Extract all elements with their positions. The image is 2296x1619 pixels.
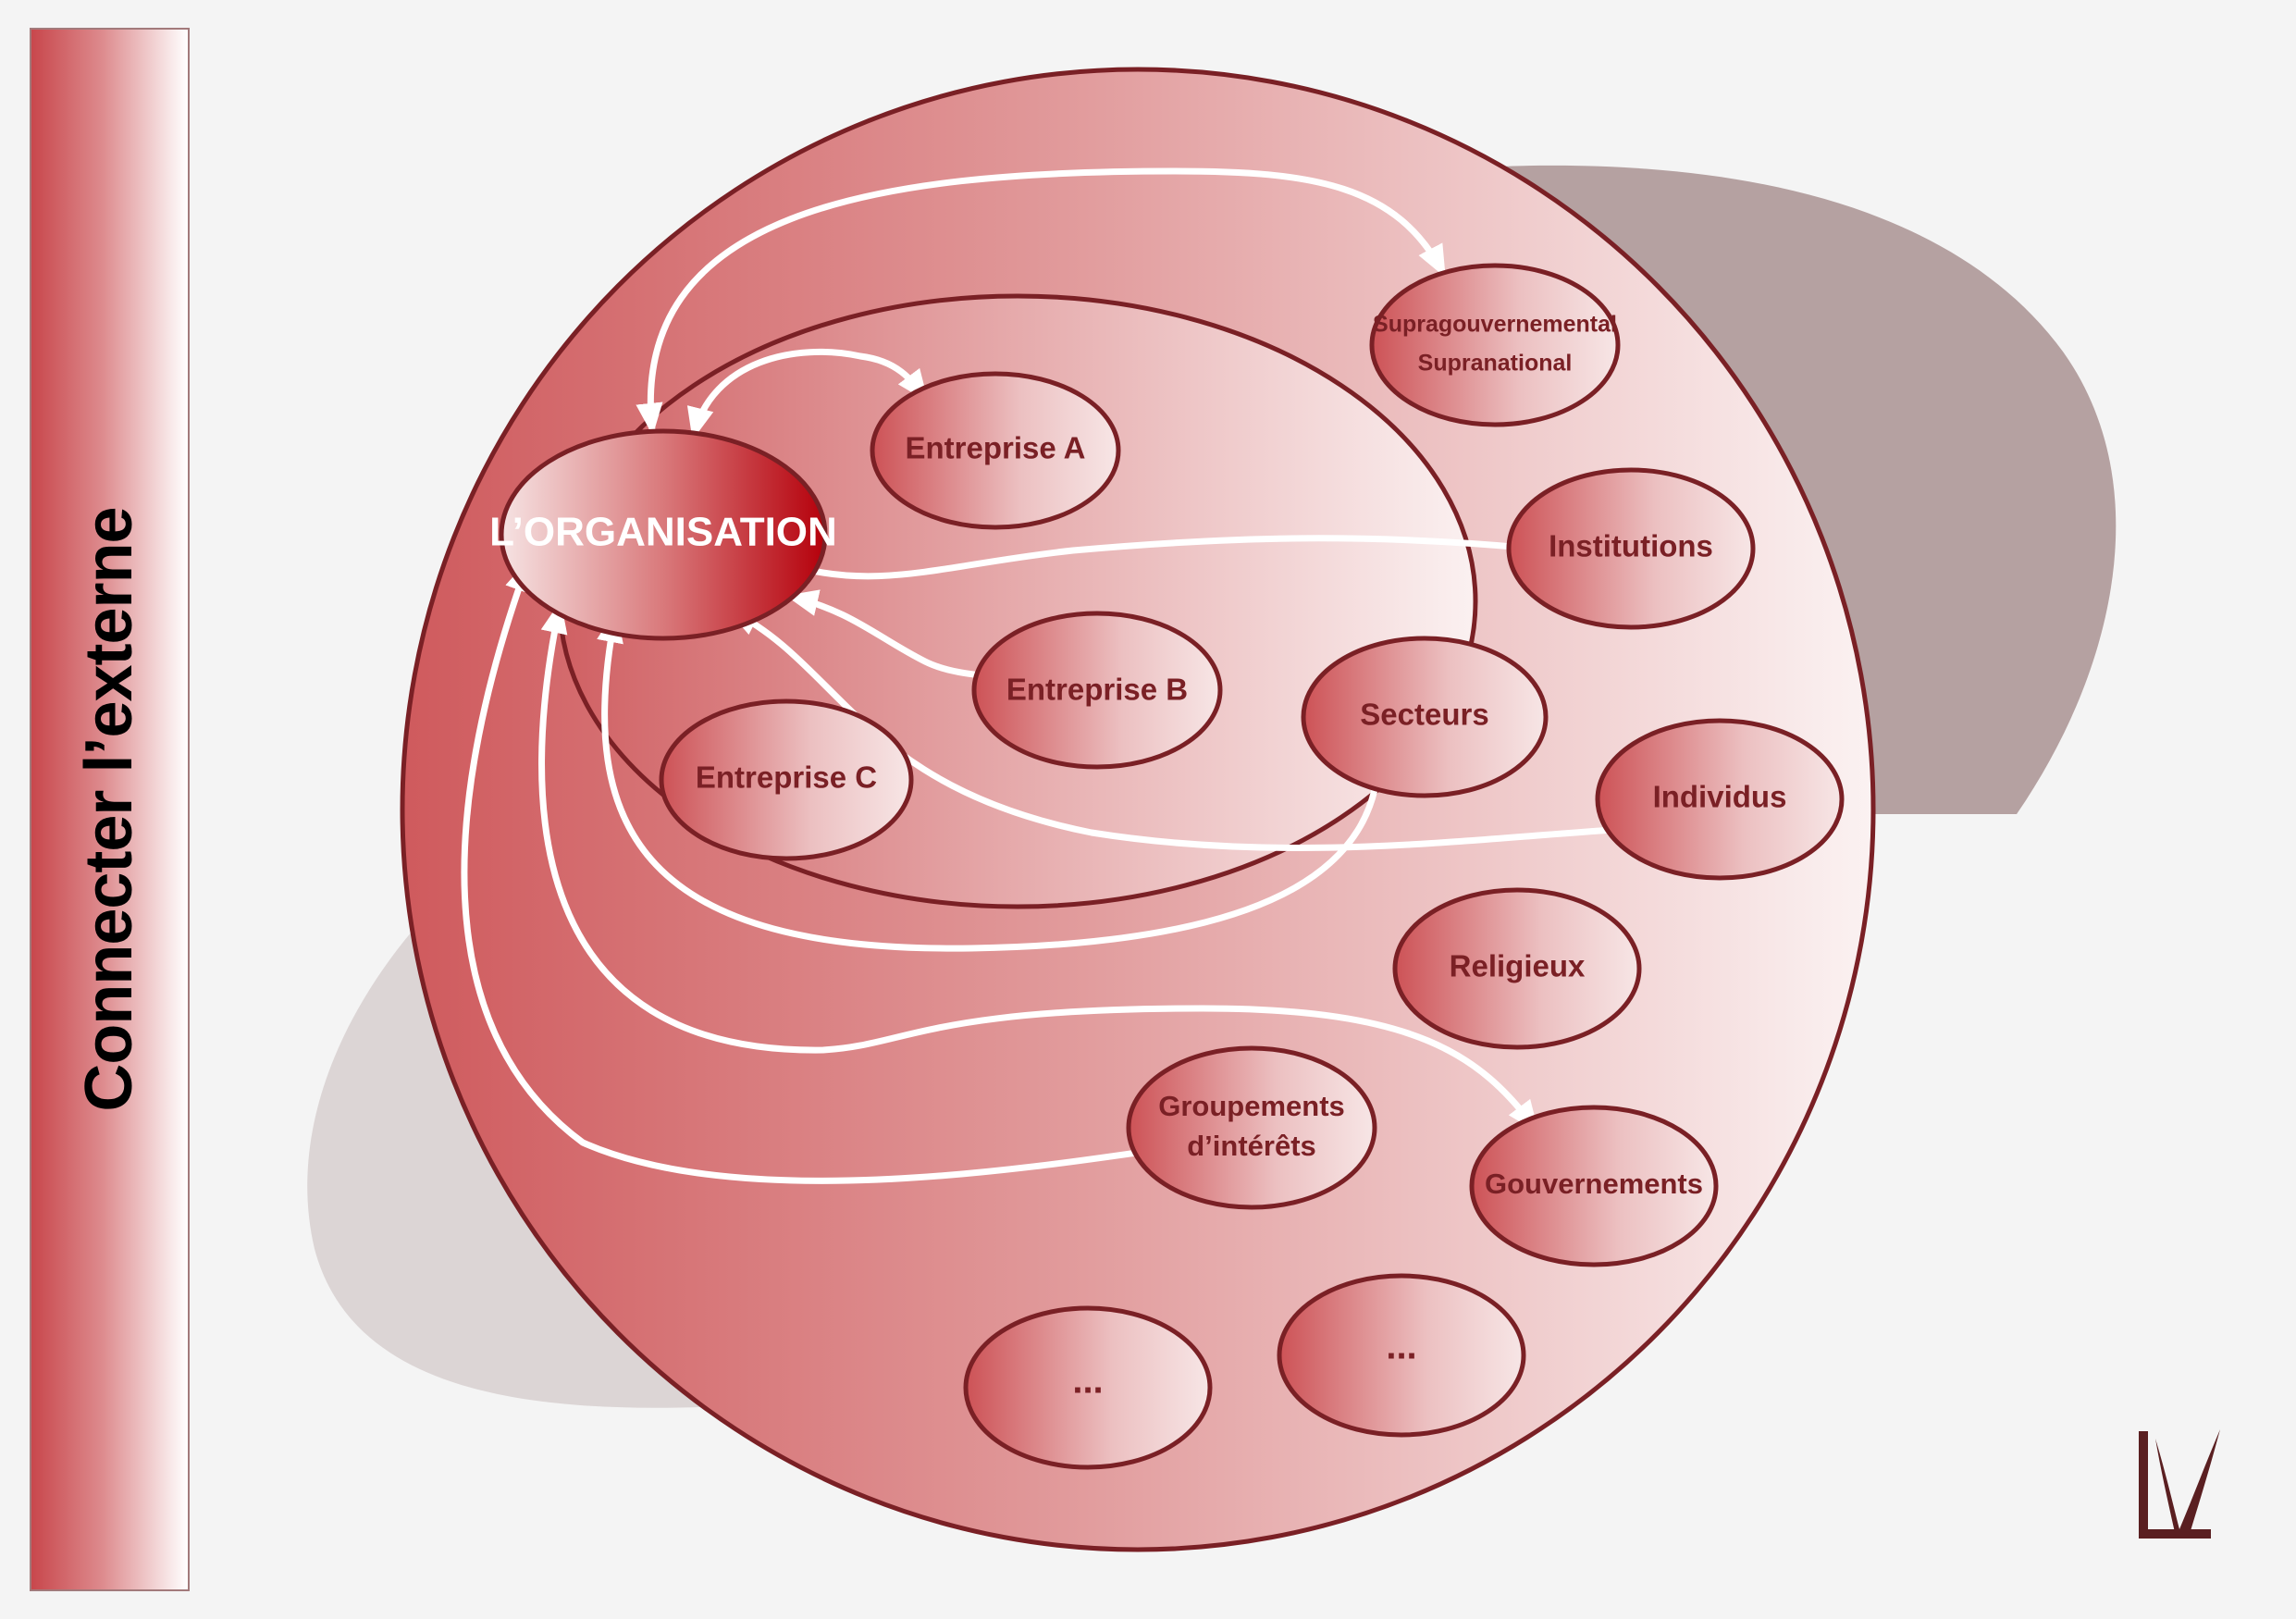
- groupements-label-line2: d’intérêts: [1187, 1130, 1316, 1162]
- secteurs-label: Secteurs: [1360, 698, 1488, 732]
- node-entreprise-c: Entreprise C: [659, 698, 914, 861]
- supra-label-line2: Supranational: [1418, 351, 1573, 377]
- supra-label-line1: Supragouvernemental: [1373, 312, 1617, 338]
- node-organisation: L’ORGANISATION: [489, 428, 837, 641]
- arrow-supra: [636, 167, 1447, 436]
- node-gouvernements: Gouvernements: [1469, 1105, 1719, 1267]
- arrow-groupements: [461, 559, 1180, 1184]
- organisation-label: L’ORGANISATION: [489, 510, 837, 555]
- groupements-label-line1: Groupements: [1158, 1090, 1345, 1122]
- lv-logo-icon: [2139, 1429, 2220, 1539]
- node-religieux: Religieux: [1392, 887, 1642, 1050]
- node-supranational: Supragouvernemental Supranational: [1369, 263, 1621, 427]
- node-individus: Individus: [1595, 718, 1845, 881]
- institutions-label: Institutions: [1549, 529, 1713, 563]
- node-groupements: Groupements d’intérêts: [1126, 1045, 1377, 1210]
- sidebar-banner: [30, 28, 190, 1591]
- node-entreprise-b: Entreprise B: [971, 611, 1223, 770]
- ellipsis-2-label: ...: [1386, 1327, 1416, 1367]
- entreprise-b-label: Entreprise B: [1006, 673, 1188, 707]
- node-secteurs: Secteurs: [1301, 636, 1549, 798]
- node-entreprise-a: Entreprise A: [870, 371, 1121, 530]
- entreprise-a-label: Entreprise A: [905, 431, 1085, 465]
- arrow-entreprise-a: [686, 348, 929, 440]
- religieux-label: Religieux: [1450, 949, 1586, 983]
- individus-label: Individus: [1653, 780, 1787, 814]
- node-ellipsis-1: ...: [963, 1305, 1213, 1470]
- ellipsis-1-label: ...: [1072, 1361, 1103, 1402]
- node-ellipsis-2: ...: [1277, 1273, 1526, 1438]
- node-institutions: Institutions: [1506, 467, 1756, 630]
- gouvernements-label: Gouvernements: [1485, 1168, 1703, 1200]
- entreprise-c-label: Entreprise C: [696, 760, 877, 795]
